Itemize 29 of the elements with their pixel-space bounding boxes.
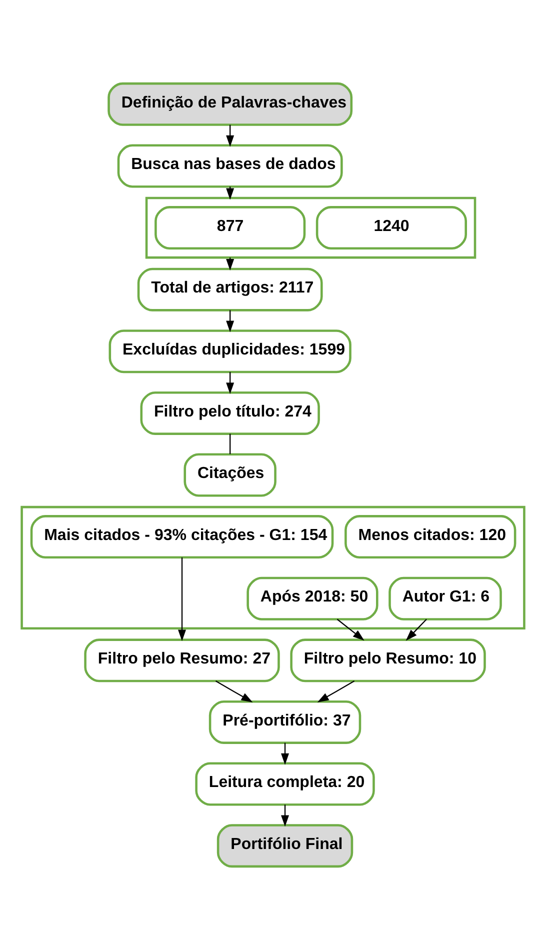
node-box: Definição de Palavras-chaves <box>108 82 353 126</box>
arrow <box>317 680 355 702</box>
arrow <box>178 557 186 642</box>
node-box: Filtro pelo Resumo: 10 <box>290 638 486 682</box>
node-box: Mais citados - 93% citações - G1: 154 <box>30 515 334 559</box>
connector <box>230 434 231 454</box>
node-box: Pré-portifólio: 37 <box>208 700 362 744</box>
node-box: Autor G1: 6 <box>388 576 502 620</box>
node-box: Excluídas duplicidades: 1599 <box>108 330 352 374</box>
node-box: Filtro pelo Resumo: 27 <box>84 638 280 682</box>
node-box: Portifólio Final <box>216 824 354 868</box>
node-box: Total de artigos: 2117 <box>137 268 323 312</box>
node-box: Após 2018: 50 <box>246 576 378 620</box>
node-box: Busca nas bases de dados <box>117 144 343 188</box>
arrow <box>226 124 234 147</box>
node-box: Menos citados: 120 <box>344 515 516 559</box>
arrow <box>281 804 290 827</box>
node-box: Citações <box>184 453 276 497</box>
arrow <box>281 742 290 765</box>
node-box: Filtro pelo título: 274 <box>140 391 320 435</box>
arrow <box>226 310 234 332</box>
arrow <box>215 680 253 702</box>
arrow <box>406 618 427 641</box>
node-box: 1240 <box>316 206 467 250</box>
arrow <box>336 618 364 641</box>
node-box: Leitura completa: 20 <box>195 762 375 806</box>
arrow <box>226 186 234 200</box>
node-box: 877 <box>154 206 306 250</box>
arrow <box>226 372 234 394</box>
